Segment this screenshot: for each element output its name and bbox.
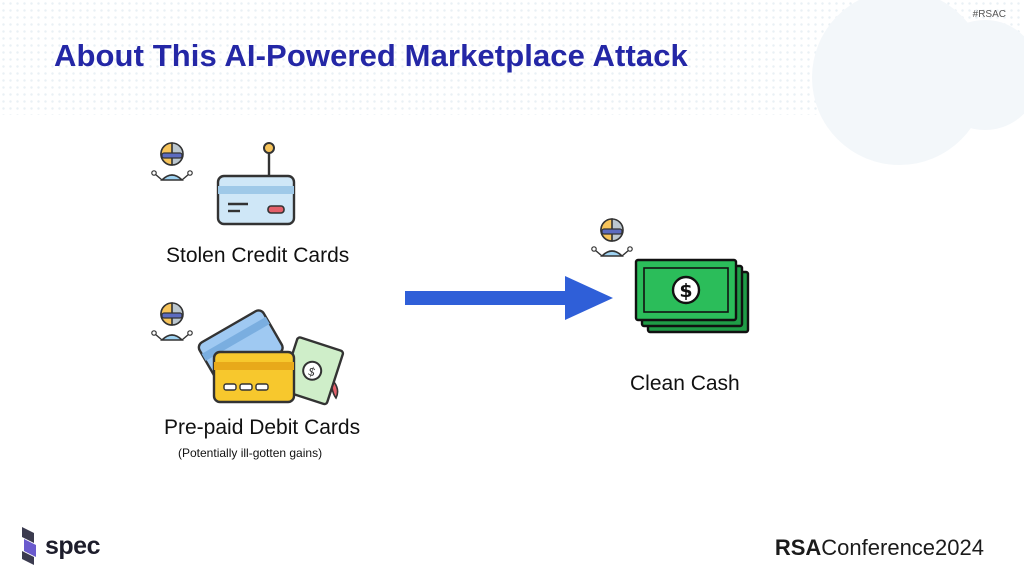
- svg-text:$: $: [679, 280, 692, 302]
- spec-logo-mark-icon: [22, 527, 36, 565]
- spec-logo: spec: [22, 527, 100, 565]
- hashtag: #RSAC: [972, 9, 1006, 20]
- page-title: About This AI-Powered Marketplace Attack: [54, 38, 688, 73]
- svg-text:$: $: [306, 364, 318, 380]
- cash-stack-icon: $: [634, 258, 750, 334]
- prepaid-debit-cards-label: Pre-paid Debit Cards: [164, 416, 361, 439]
- prepaid-debit-cards-icon: $: [197, 309, 345, 406]
- prepaid-debit-cards-sublabel: (Potentially ill-gotten gains): [178, 446, 323, 460]
- flow-arrow-icon: [405, 276, 613, 320]
- rsa-wordmark: RSA: [774, 535, 822, 560]
- clean-cash-label: Clean Cash: [630, 372, 740, 395]
- ai-robot-icon: [151, 302, 193, 341]
- ai-robot-icon: [151, 142, 193, 181]
- background-bubble: [930, 20, 1024, 130]
- conference-wordmark: Conference: [821, 535, 936, 560]
- conference-year: 2024: [935, 535, 984, 560]
- rsa-conference-logo: RSAConference2024: [775, 535, 984, 561]
- stolen-credit-card-icon: [216, 142, 296, 226]
- spec-logo-text: spec: [45, 531, 100, 560]
- stolen-credit-cards-label: Stolen Credit Cards: [166, 244, 350, 267]
- ai-robot-icon: [591, 218, 633, 257]
